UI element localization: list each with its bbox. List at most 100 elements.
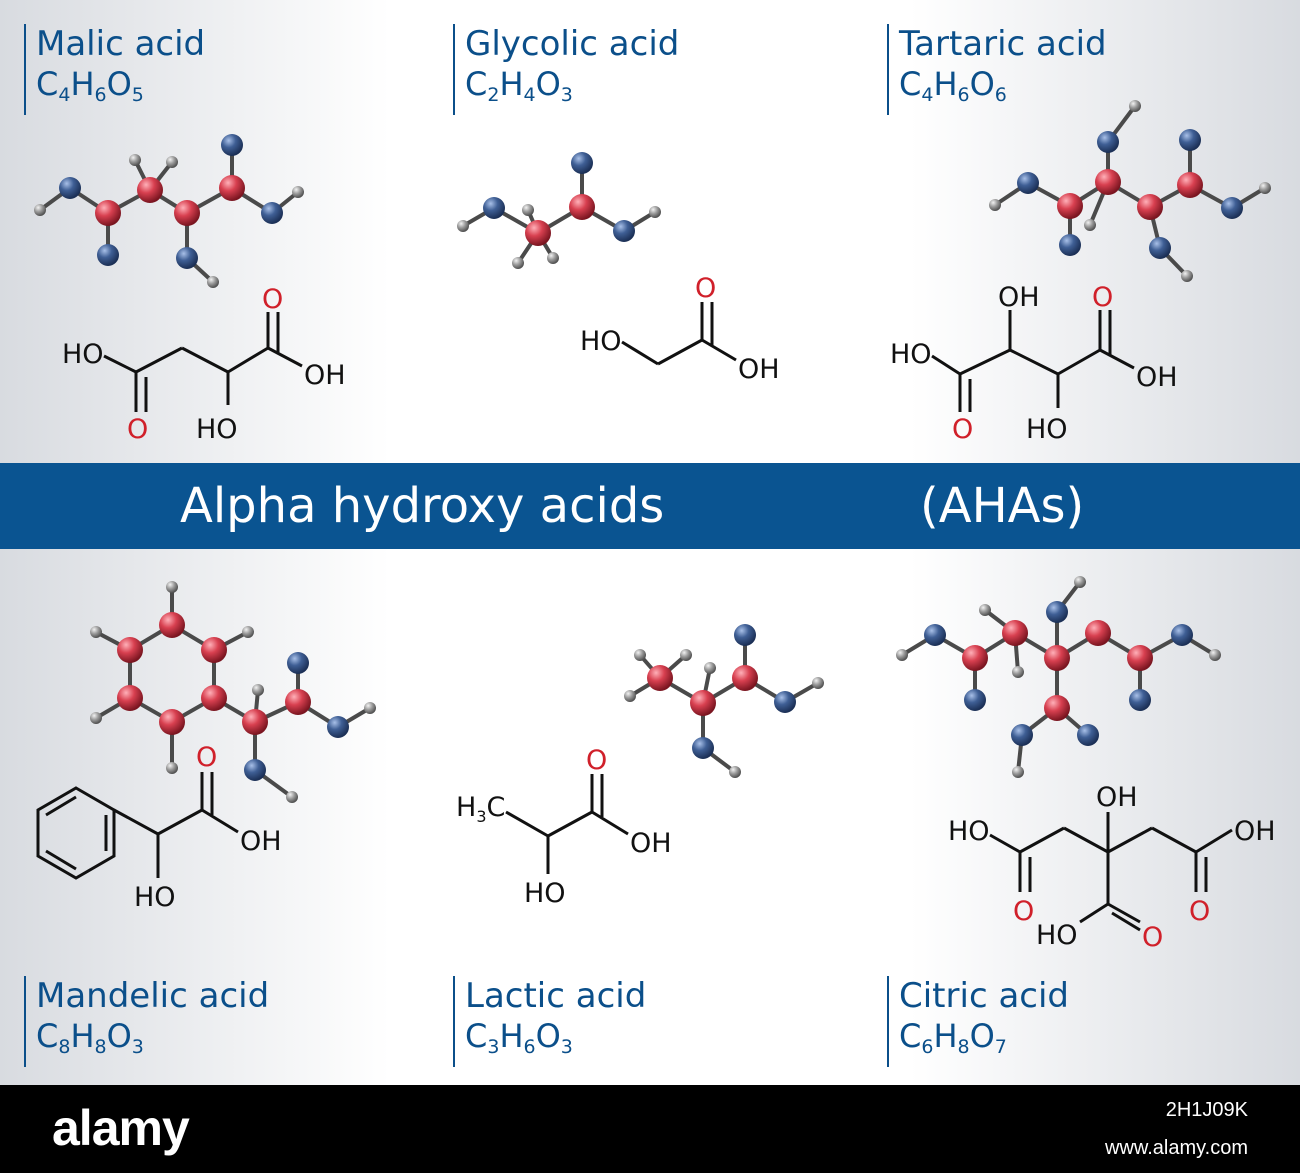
formula-subscript: 6 xyxy=(921,1036,934,1058)
malic-acid-label: Malic acid C4H6O5 xyxy=(24,24,205,115)
acid-formula: C3H6O3 xyxy=(465,1016,646,1067)
atom-label-hydrogen: H xyxy=(456,792,476,823)
lactic-acid-label: Lactic acid C3H6O3 xyxy=(453,976,646,1067)
atom-label: HO xyxy=(1026,414,1068,445)
atom-label: O xyxy=(695,273,716,304)
formula-element: O xyxy=(535,65,561,103)
formula-element: H xyxy=(933,65,958,103)
formula-element: O xyxy=(969,65,995,103)
acid-name: Malic acid xyxy=(36,24,206,64)
formula-subscript: 3 xyxy=(487,1036,500,1058)
formula-subscript: 7 xyxy=(994,1036,1007,1058)
atom-label: O xyxy=(1142,922,1163,953)
atom-label: OH xyxy=(630,828,672,859)
citric-acid-label: Citric acid C6H8O7 xyxy=(887,976,1069,1067)
formula-element: C xyxy=(465,65,488,103)
formula-subscript: 4 xyxy=(58,84,71,106)
formula-subscript: 4 xyxy=(523,84,536,106)
tartaric-acid-skeletal-formula: OH O HO OH O HO xyxy=(890,282,1178,445)
formula-subscript: 4 xyxy=(921,84,934,106)
atom-label: HO xyxy=(890,339,932,370)
formula-subscript: 3 xyxy=(560,1036,573,1058)
atom-label: H3C xyxy=(456,792,505,826)
atom-label: O xyxy=(262,284,283,315)
formula-subscript: 6 xyxy=(994,84,1007,106)
atom-label: O xyxy=(586,745,607,776)
formula-element: H xyxy=(499,1017,524,1055)
malic-acid-skeletal-formula: HO O OH O HO xyxy=(62,284,346,445)
formula-element: H xyxy=(933,1017,958,1055)
acid-formula: C4H6O5 xyxy=(36,64,205,115)
acid-formula: C6H8O7 xyxy=(899,1016,1069,1067)
glycolic-acid-ball-stick-model xyxy=(457,152,661,269)
tartaric-acid-label: Tartaric acid C4H6O6 xyxy=(887,24,1107,115)
title-banner: Alpha hydroxy acids (AHAs) xyxy=(0,463,1300,549)
formula-element: H xyxy=(70,1017,95,1055)
formula-element: C xyxy=(899,65,922,103)
lactic-acid-skeletal-formula: H3C O OH HO xyxy=(456,745,672,909)
acid-name: Mandelic acid xyxy=(36,976,270,1016)
atom-label: OH xyxy=(738,354,780,385)
atom-label-subscript: 3 xyxy=(476,807,486,826)
acid-name: Glycolic acid xyxy=(465,24,680,64)
acid-formula: C2H4O3 xyxy=(465,64,679,115)
atom-label: HO xyxy=(948,816,990,847)
malic-acid-ball-stick-model xyxy=(34,134,304,288)
formula-subscript: 3 xyxy=(560,84,573,106)
formula-element: O xyxy=(969,1017,995,1055)
formula-subscript: 6 xyxy=(94,84,107,106)
banner-title: Alpha hydroxy acids xyxy=(180,478,665,534)
formula-subscript: 2 xyxy=(487,84,500,106)
formula-element: O xyxy=(535,1017,561,1055)
formula-element: C xyxy=(899,1017,922,1055)
atom-label: O xyxy=(196,742,217,773)
banner-abbreviation: (AHAs) xyxy=(920,478,1085,534)
atom-label: O xyxy=(952,414,973,445)
atom-label: OH xyxy=(304,360,346,391)
diagram-canvas: Malic acid C4H6O5 Glycolic acid C2H4O3 T… xyxy=(0,0,1300,1085)
formula-element: C xyxy=(36,1017,59,1055)
mandelic-acid-label: Mandelic acid C8H8O3 xyxy=(24,976,269,1067)
atom-label: HO xyxy=(134,882,176,913)
formula-element: C xyxy=(36,65,59,103)
acid-name: Lactic acid xyxy=(465,976,647,1016)
formula-subscript: 6 xyxy=(523,1036,536,1058)
formula-element: H xyxy=(70,65,95,103)
formula-subscript: 6 xyxy=(957,84,970,106)
atom-label: OH xyxy=(1136,362,1178,393)
image-code: 2H1J09K xyxy=(1165,1099,1248,1121)
footer-url: www.alamy.com xyxy=(1105,1137,1248,1159)
acid-formula: C4H6O6 xyxy=(899,64,1107,115)
formula-element: O xyxy=(106,1017,132,1055)
tartaric-acid-ball-stick-model xyxy=(989,100,1271,282)
acid-name: Citric acid xyxy=(899,976,1069,1016)
atom-label: O xyxy=(127,414,148,445)
molecule-drawings: HO O OH O HO xyxy=(34,100,1276,953)
citric-acid-ball-stick-model xyxy=(896,576,1221,778)
atom-label-carbon: C xyxy=(487,792,506,823)
atom-label: OH xyxy=(1096,782,1138,813)
atom-label: O xyxy=(1092,282,1113,313)
lactic-acid-ball-stick-model xyxy=(624,624,824,778)
atom-label: OH xyxy=(998,282,1040,313)
alamy-logo: alamy xyxy=(52,1100,190,1156)
acid-name: Tartaric acid xyxy=(899,24,1107,64)
atom-label: HO xyxy=(62,339,104,370)
formula-element: C xyxy=(465,1017,488,1055)
atom-label: O xyxy=(1013,896,1034,927)
acid-formula: C8H8O3 xyxy=(36,1016,269,1067)
stock-footer: alamy 2H1J09K www.alamy.com xyxy=(0,1085,1300,1173)
atom-label: HO xyxy=(580,326,622,357)
formula-subscript: 8 xyxy=(957,1036,970,1058)
formula-subscript: 8 xyxy=(94,1036,107,1058)
atom-label: OH xyxy=(240,826,282,857)
atom-label: OH xyxy=(1234,816,1276,847)
formula-element: O xyxy=(106,65,132,103)
glycolic-acid-label: Glycolic acid C2H4O3 xyxy=(453,24,679,115)
formula-subscript: 3 xyxy=(131,1036,144,1058)
glycolic-acid-skeletal-formula: HO O OH xyxy=(580,273,780,385)
mandelic-acid-ball-stick-model xyxy=(90,581,376,803)
formula-element: H xyxy=(499,65,524,103)
citric-acid-skeletal-formula: OH HO OH O O HO O xyxy=(948,782,1276,953)
mandelic-acid-skeletal-formula: O OH HO xyxy=(36,742,282,913)
